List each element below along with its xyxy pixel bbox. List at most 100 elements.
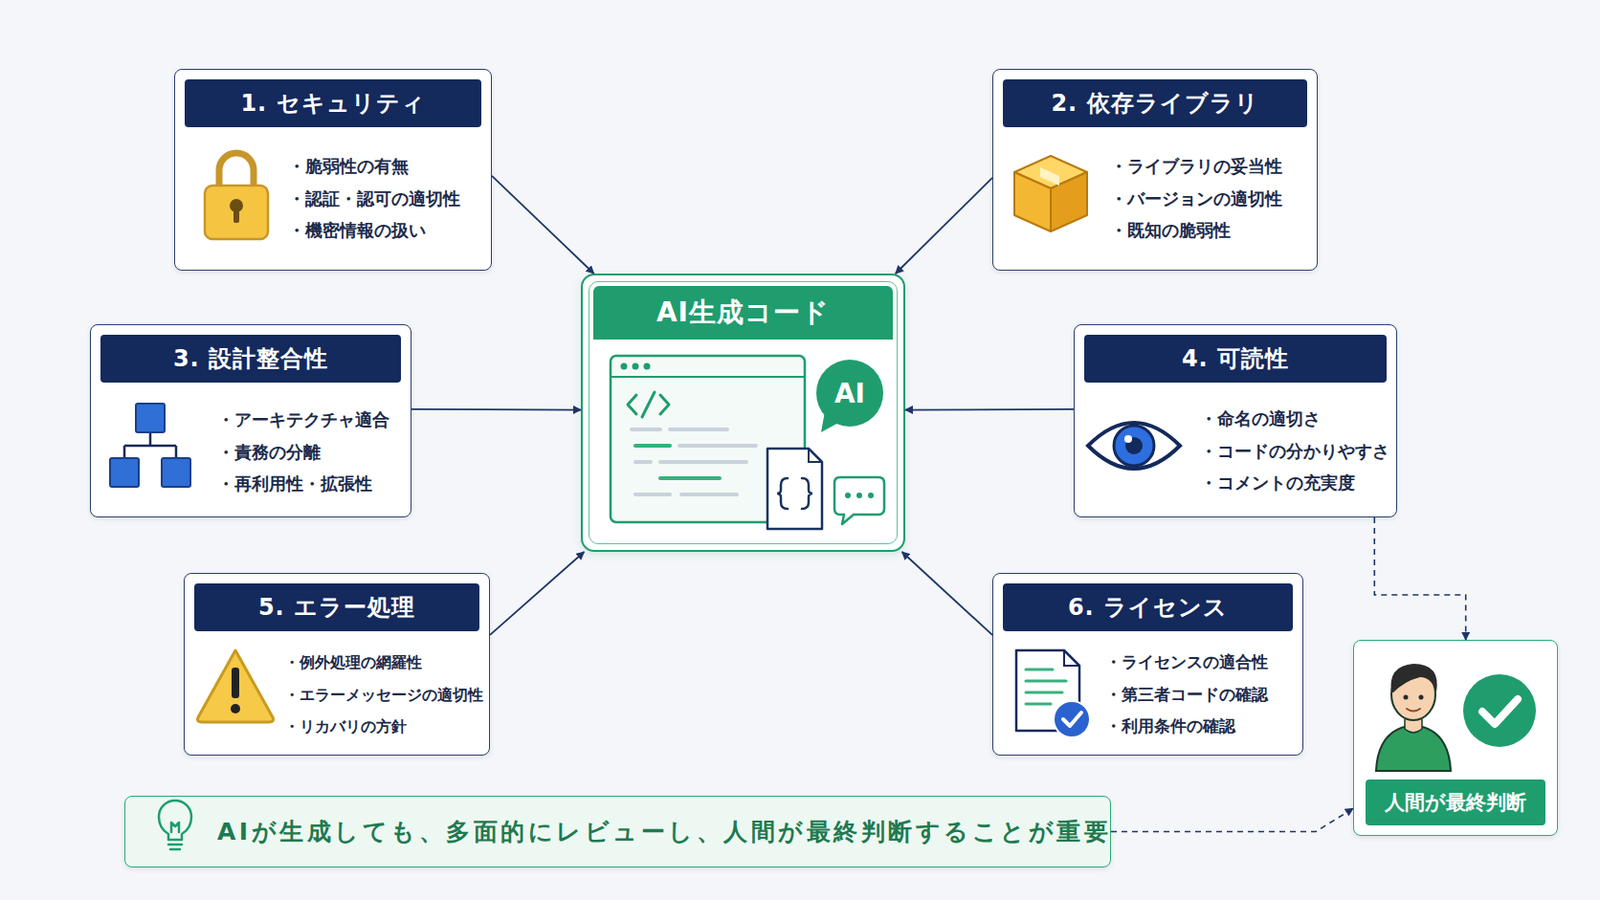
warning-icon xyxy=(198,650,274,723)
json-file-icon xyxy=(777,478,813,510)
bullet-item: ・責務の分離 xyxy=(217,436,390,469)
bullet-item: ・第三者コードの確認 xyxy=(1105,679,1268,712)
license-document-icon xyxy=(1025,669,1067,705)
review-card: 2. 依存ライブラリ・ライブラリの妥当性・バージョンの適切性・既知の脆弱性 xyxy=(992,68,1318,271)
bullet-item: ・再利用性・拡張性 xyxy=(217,467,390,501)
review-card: 5. エラー処理・例外処理の網羅性・エラーメッセージの適切性・リカバリの方針 xyxy=(183,573,490,756)
code-window-illustration xyxy=(610,376,805,378)
code-window-illustration xyxy=(635,460,747,465)
org-chart-icon xyxy=(124,432,177,459)
bullet-item: ・脆弱性の有無 xyxy=(288,150,461,183)
review-card: 4. 可読性・命名の適切さ・コードの分かりやすさ・コメントの充実度 xyxy=(1073,324,1398,518)
org-chart-icon xyxy=(161,458,191,488)
review-card: 3. 設計整合性・アーキテクチャ適合・責務の分離・再利用性・拡張性 xyxy=(89,324,412,518)
verdict-band: 人間が最終判断 xyxy=(1365,779,1546,826)
person-icon xyxy=(1390,664,1437,693)
check-badge xyxy=(1482,699,1518,725)
code-window-illustration xyxy=(644,363,651,371)
json-file-icon xyxy=(808,448,823,463)
connector-arrow xyxy=(491,176,595,274)
bullet-item: ・リカバリの方針 xyxy=(284,711,484,744)
ai-bubble xyxy=(816,359,884,427)
package-icon xyxy=(1014,155,1088,189)
bullet-item: ・コメントの充実度 xyxy=(1200,467,1390,501)
package-icon xyxy=(1014,172,1051,232)
bullet-item: ・ライセンスの適合性 xyxy=(1105,646,1268,680)
lock-icon xyxy=(204,153,268,240)
eye-icon xyxy=(1125,437,1143,455)
connector-arrow xyxy=(489,552,584,636)
org-chart-icon xyxy=(135,403,165,433)
eye-icon xyxy=(1113,425,1155,467)
person-icon xyxy=(1403,695,1409,701)
connector-arrow xyxy=(905,408,1074,412)
bullet-item: ・命名の適切さ xyxy=(1200,403,1390,437)
org-chart-icon xyxy=(110,403,191,488)
package-icon xyxy=(1050,172,1088,232)
heading-band: 6. ライセンス xyxy=(1002,583,1293,632)
code-window-illustration xyxy=(631,427,728,432)
connector-arrow xyxy=(895,177,993,274)
license-document-icon xyxy=(1063,712,1082,727)
chat-bubble-icon xyxy=(867,492,874,499)
connector-arrow xyxy=(411,408,581,412)
ai-bubble xyxy=(816,359,884,433)
json-file-icon xyxy=(767,448,823,530)
bullet-item: ・バージョンの適切性 xyxy=(1110,182,1283,216)
license-document-icon xyxy=(1064,650,1080,667)
chat-bubble-icon xyxy=(856,492,863,499)
ai-bubble xyxy=(821,411,841,433)
code-window-illustration xyxy=(660,476,720,481)
lightbulb-icon xyxy=(171,822,179,833)
code-window-illustration xyxy=(621,363,628,371)
chat-bubble-icon xyxy=(834,477,885,525)
chat-bubble-icon xyxy=(844,492,851,499)
lightbulb-icon xyxy=(158,800,192,850)
bullet-item: ・エラーメッセージの適切性 xyxy=(284,679,484,712)
lock-icon xyxy=(204,185,268,240)
bullet-list: ・命名の適切さ・コードの分かりやすさ・コメントの充実度 xyxy=(1200,403,1390,501)
bullet-item: ・例外処理の網羅性 xyxy=(284,646,484,680)
chat-bubble-icon xyxy=(834,477,885,525)
summary-note: AIが生成しても、多面的にレビューし、人間が最終判断することが重要 xyxy=(124,796,1112,868)
lock-icon xyxy=(229,199,244,213)
package-icon xyxy=(1014,155,1088,232)
person-icon xyxy=(1391,668,1436,721)
code-window-illustration xyxy=(631,429,756,495)
eye-icon xyxy=(1088,422,1180,469)
note-text-wrap: AIが生成しても、多面的にレビューし、人間が最終判断することが重要 xyxy=(217,797,1101,867)
person-icon xyxy=(1404,719,1423,734)
bullet-item: ・既知の脆弱性 xyxy=(1110,214,1283,247)
person-icon xyxy=(1419,695,1424,701)
heading-band: 4. 可読性 xyxy=(1084,334,1387,383)
person-icon xyxy=(1376,725,1451,772)
warning-icon xyxy=(198,650,274,723)
code-window-illustration xyxy=(635,492,737,497)
ai-code-box: AI生成コード xyxy=(580,273,906,553)
bullet-item: ・アーキテクチャ適合 xyxy=(217,403,390,437)
warning-icon xyxy=(231,667,240,699)
eye-icon xyxy=(1124,435,1133,444)
review-card: 1. セキュリティ・脆弱性の有無・認証・認可の適切性・機密情報の扱い xyxy=(174,68,492,271)
lock-icon xyxy=(233,208,240,223)
human-judgement-box: 人間が最終判断 xyxy=(1353,640,1558,837)
bullet-list: ・例外処理の網羅性・エラーメッセージの適切性・リカバリの方針 xyxy=(284,646,484,744)
review-card: 6. ライセンス・ライセンスの適合性・第三者コードの確認・利用条件の確認 xyxy=(992,573,1304,756)
bullet-item: ・ライブラリの妥当性 xyxy=(1110,150,1283,183)
bullet-item: ・機密情報の扱い xyxy=(288,214,461,247)
bullet-list: ・アーキテクチャ適合・責務の分離・再利用性・拡張性 xyxy=(217,403,390,501)
package-icon xyxy=(1040,167,1060,186)
bullet-item: ・コードの分かりやすさ xyxy=(1200,436,1390,469)
check-badge xyxy=(1463,674,1536,748)
lock-icon xyxy=(219,153,254,189)
person-icon xyxy=(1376,664,1451,772)
json-file-icon xyxy=(767,448,823,530)
heading-band: AI生成コード xyxy=(593,286,893,340)
code-window-illustration xyxy=(610,355,805,523)
dashed-connector xyxy=(1111,808,1354,832)
license-document-icon xyxy=(1016,650,1090,738)
lightbulb-icon xyxy=(158,800,192,841)
bullet-list: ・ライセンスの適合性・第三者コードの確認・利用条件の確認 xyxy=(1105,646,1268,744)
